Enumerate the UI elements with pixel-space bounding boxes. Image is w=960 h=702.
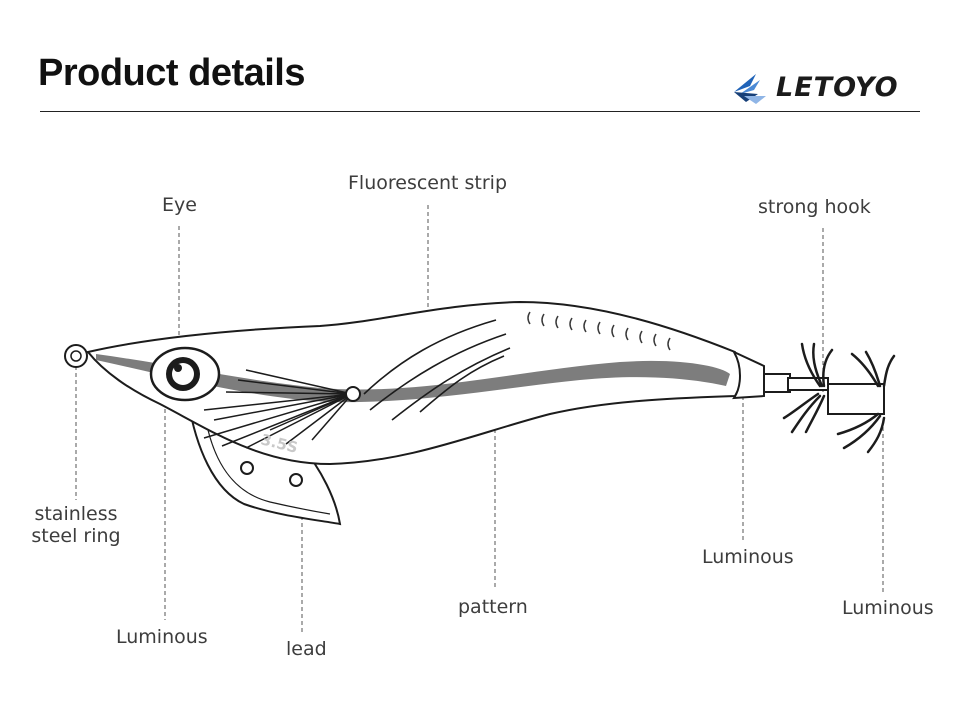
label-strong-hook: strong hook <box>758 196 871 218</box>
label-eye: Eye <box>162 194 197 216</box>
label-luminous-tail: Luminous <box>702 546 794 568</box>
eye <box>151 348 219 400</box>
label-luminous-hook: Luminous <box>842 597 934 619</box>
label-stainless-line1: stainless <box>22 503 130 525</box>
label-lead: lead <box>286 638 327 660</box>
label-luminous-left: Luminous <box>116 626 208 648</box>
label-fluorescent-strip: Fluorescent strip <box>348 172 507 194</box>
label-stainless-steel-ring: stainless steel ring <box>22 503 130 547</box>
label-stainless-line2: steel ring <box>22 525 130 547</box>
stainless-steel-ring <box>65 345 87 367</box>
feather-pivot <box>346 387 360 401</box>
label-pattern: pattern <box>458 596 528 618</box>
